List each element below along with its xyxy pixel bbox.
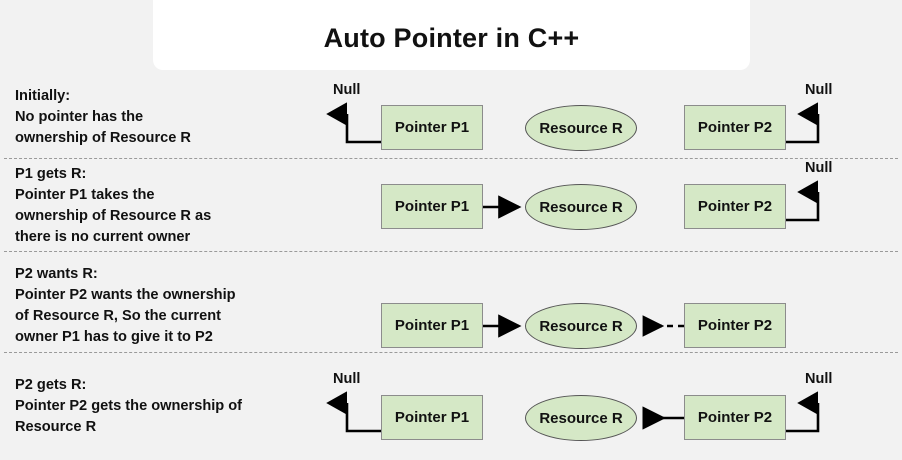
- row-p2-gets-r-desc-line-3: Resource R: [15, 419, 97, 435]
- row-p1-gets-r-description: P1 gets R: Pointer P1 takes the ownershi…: [15, 164, 345, 248]
- row-initially-description: Initially: No pointer has the ownership …: [15, 86, 345, 149]
- row-p1-gets-r-desc-line-2: Pointer P1 takes the: [15, 187, 155, 203]
- row-p1-gets-r-desc-line-4: there is no current owner: [15, 229, 191, 245]
- row-p2-wants-r-desc-line-4: owner P1 has to give it to P2: [15, 329, 213, 345]
- row-p2-wants-r-resource-r: Resource R: [525, 303, 637, 349]
- row-p2-wants-r-pointer-p1: Pointer P1: [381, 303, 483, 348]
- row-p1-gets-r-pointer-p2: Pointer P2: [684, 184, 786, 229]
- row-initially-p1-null-label: Null: [333, 82, 361, 98]
- separator-3: [4, 352, 898, 353]
- row-p1-gets-r-desc-line-3: ownership of Resource R as: [15, 208, 212, 224]
- row-p1-gets-r-resource-r: Resource R: [525, 184, 637, 230]
- row-p2-gets-r-p1-null-label: Null: [333, 371, 361, 387]
- row-initially-p2-null-label: Null: [805, 82, 833, 98]
- row-initially-desc-line-3: ownership of Resource R: [15, 130, 191, 146]
- row-p2-gets-r-ownership-edge: [642, 406, 684, 430]
- row-initially-pointer-p1: Pointer P1: [381, 105, 483, 150]
- row-p2-gets-r-p2-null-label: Null: [805, 371, 833, 387]
- row-initially-p2-null-edge: [786, 102, 820, 144]
- row-p2-gets-r-resource-r: Resource R: [525, 395, 637, 441]
- row-p2-gets-r-desc-line-1: P2 gets R:: [15, 377, 87, 393]
- row-p1-gets-r-desc-line-1: P1 gets R:: [15, 166, 87, 182]
- row-initially-desc-line-1: Initially:: [15, 88, 71, 104]
- row-p2-gets-r: P2 gets R: Pointer P2 gets the ownership…: [0, 354, 902, 460]
- title-card: Auto Pointer in C++: [153, 0, 750, 70]
- row-p1-gets-r-p2-null-edge: [786, 180, 820, 222]
- row-p2-wants-r-request-edge: [642, 315, 684, 337]
- row-initially-resource-r: Resource R: [525, 105, 637, 151]
- row-p1-gets-r-p2-null-label: Null: [805, 160, 833, 176]
- row-p2-wants-r-description: P2 wants R: Pointer P2 wants the ownersh…: [15, 264, 345, 348]
- row-p2-wants-r: P2 wants R: Pointer P2 wants the ownersh…: [0, 253, 902, 352]
- row-p2-gets-r-pointer-p2: Pointer P2: [684, 395, 786, 440]
- row-p2-gets-r-p2-null-edge: [786, 391, 820, 433]
- row-p1-gets-r: P1 gets R: Pointer P1 takes the ownershi…: [0, 160, 902, 250]
- row-p2-wants-r-desc-line-2: Pointer P2 wants the ownership: [15, 287, 236, 303]
- row-p2-wants-r-desc-line-1: P2 wants R:: [15, 266, 98, 282]
- row-p2-wants-r-pointer-p2: Pointer P2: [684, 303, 786, 348]
- separator-1: [4, 158, 898, 159]
- page-title: Auto Pointer in C++: [323, 23, 580, 53]
- row-initially-pointer-p2: Pointer P2: [684, 105, 786, 150]
- row-p2-gets-r-desc-line-2: Pointer P2 gets the ownership of: [15, 398, 243, 414]
- row-p2-gets-r-description: P2 gets R: Pointer P2 gets the ownership…: [15, 375, 345, 438]
- row-initially-desc-line-2: No pointer has the: [15, 109, 144, 125]
- row-p2-gets-r-pointer-p1: Pointer P1: [381, 395, 483, 440]
- row-p1-gets-r-pointer-p1: Pointer P1: [381, 184, 483, 229]
- row-p2-wants-r-desc-line-3: of Resource R, So the current: [15, 308, 221, 324]
- row-initially: Initially: No pointer has the ownership …: [0, 82, 902, 158]
- separator-2: [4, 251, 898, 252]
